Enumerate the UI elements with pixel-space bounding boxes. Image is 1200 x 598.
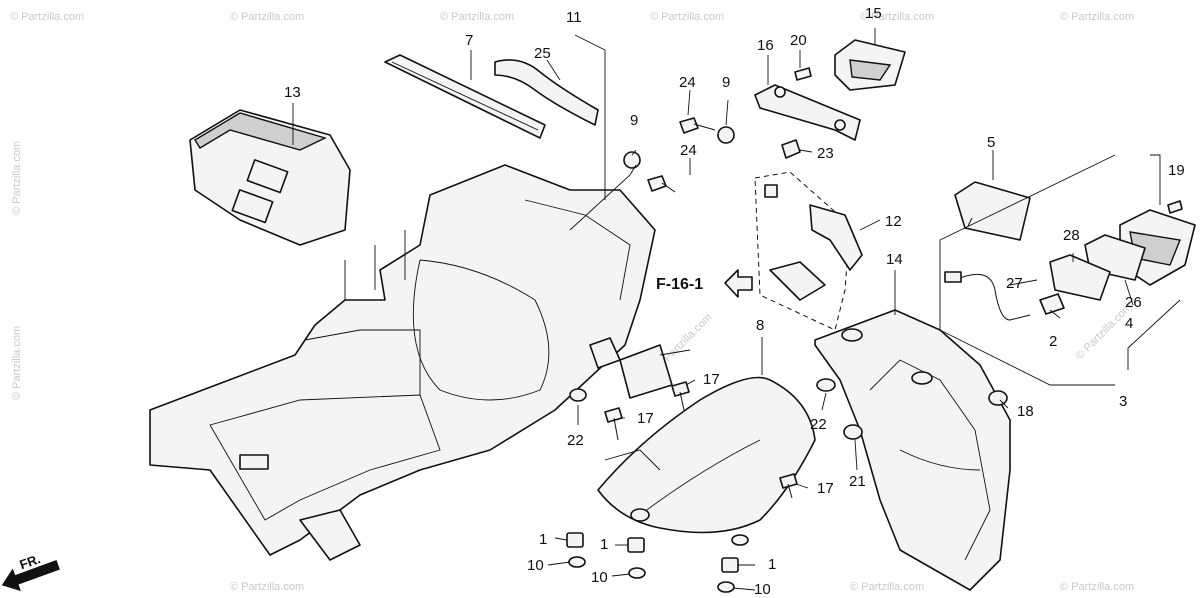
reference-f-16-1: F-16-1 xyxy=(656,276,703,293)
part-7-seal xyxy=(384,54,546,139)
part-1-clip xyxy=(566,532,739,573)
callout-11: 11 xyxy=(566,9,582,26)
part-16-bracket xyxy=(754,84,861,141)
callout-23: 23 xyxy=(817,145,834,162)
watermark: © Partzilla.com xyxy=(860,11,934,23)
watermark: © Partzilla.com xyxy=(440,11,514,23)
callout-17: 17 xyxy=(703,371,720,388)
callout-17: 17 xyxy=(817,480,834,497)
part-10-screw xyxy=(568,556,735,593)
callout-17: 17 xyxy=(637,410,654,427)
callout-7: 7 xyxy=(465,32,473,49)
part-20-screw xyxy=(794,67,812,81)
part-21-collar xyxy=(843,424,863,440)
callout-22: 22 xyxy=(810,416,827,433)
watermark: © Partzilla.com xyxy=(650,11,724,23)
callout-4: 4 xyxy=(1125,315,1133,332)
callout-9: 9 xyxy=(722,74,730,91)
part-18-grommet xyxy=(988,390,1008,406)
part-14-license-bracket xyxy=(814,309,1011,591)
callout-14: 14 xyxy=(886,251,903,268)
part-12-bracket xyxy=(754,171,863,331)
callout-5: 5 xyxy=(987,134,995,151)
part-23-nut xyxy=(781,139,801,159)
part-24-bolt xyxy=(647,117,716,193)
callout-24: 24 xyxy=(679,74,696,91)
watermark: © Partzilla.com xyxy=(230,581,304,593)
callout-27: 27 xyxy=(1006,275,1023,292)
direction-label: FR. xyxy=(18,551,43,572)
watermark: © Partzilla.com xyxy=(11,326,23,400)
callout-18: 18 xyxy=(1017,403,1034,420)
callout-25: 25 xyxy=(534,45,551,62)
callout-20: 20 xyxy=(790,32,807,49)
watermark: © Partzilla.com xyxy=(1060,581,1134,593)
part-28-socket-plate xyxy=(1049,254,1111,301)
part-25-seal xyxy=(494,59,599,126)
callout-19: 19 xyxy=(1168,162,1185,179)
reference-arrow-icon xyxy=(724,269,753,298)
callout-9: 9 xyxy=(630,112,638,129)
part-27-wire xyxy=(944,271,1031,321)
part-13-cover xyxy=(189,109,351,246)
front-direction-arrow-icon: FR. xyxy=(1,551,60,592)
part-22-collar xyxy=(569,378,836,402)
watermark: © Partzilla.com xyxy=(1060,11,1134,23)
callout-10: 10 xyxy=(527,557,544,574)
watermark: © Partzilla.com xyxy=(850,581,924,593)
callout-24: 24 xyxy=(680,142,697,159)
part-9-grommet xyxy=(623,126,735,169)
callout-2: 2 xyxy=(1049,333,1057,350)
watermark: © Partzilla.com xyxy=(230,11,304,23)
leader-lines xyxy=(292,28,1181,591)
callout-16: 16 xyxy=(757,37,774,54)
part-15-reflector xyxy=(834,39,906,91)
callout-10: 10 xyxy=(591,569,608,586)
callout-22: 22 xyxy=(567,432,584,449)
part-19-screw xyxy=(1167,200,1183,214)
callout-26: 26 xyxy=(1125,294,1142,311)
callout-10: 10 xyxy=(754,581,771,598)
callout-3: 3 xyxy=(1119,393,1127,410)
callout-8: 8 xyxy=(756,317,764,334)
callout-15: 15 xyxy=(865,5,882,22)
callout-labels: 13 7 11 25 9 9 24 24 16 20 15 23 12 F-16… xyxy=(284,5,1185,598)
callout-21: 21 xyxy=(849,473,866,490)
callout-12: 12 xyxy=(885,213,902,230)
callout-28: 28 xyxy=(1063,227,1080,244)
part-rear-fender-tray xyxy=(149,164,656,561)
part-8-hugger xyxy=(597,376,816,546)
callout-13: 13 xyxy=(284,84,301,101)
watermark: © Partzilla.com xyxy=(10,11,84,23)
callout-1: 1 xyxy=(539,531,547,548)
part-5-reflector xyxy=(954,181,1031,241)
part-2-socket xyxy=(1039,293,1065,315)
callout-1: 1 xyxy=(768,556,776,573)
callout-1: 1 xyxy=(600,536,608,553)
part-plate-small xyxy=(589,337,673,399)
watermark: © Partzilla.com xyxy=(11,141,23,215)
